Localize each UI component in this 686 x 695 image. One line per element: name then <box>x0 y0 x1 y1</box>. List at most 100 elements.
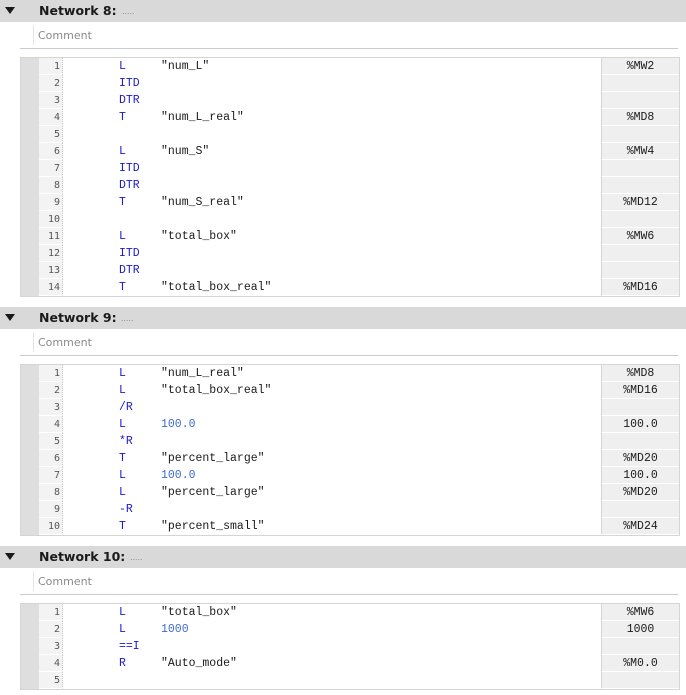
line-gutter[interactable] <box>21 382 39 399</box>
code-line[interactable]: 3==I <box>21 638 679 655</box>
instruction-opcode[interactable]: R <box>119 657 126 670</box>
line-gutter[interactable] <box>21 638 39 655</box>
code-line[interactable]: 10 <box>21 211 679 228</box>
instruction-operand[interactable]: "num_L" <box>161 60 210 73</box>
instruction-opcode[interactable]: L <box>119 606 126 619</box>
network-title-placeholder[interactable]: ..... <box>121 313 134 323</box>
line-gutter[interactable] <box>21 518 39 535</box>
line-gutter[interactable] <box>21 501 39 518</box>
instruction-operand[interactable]: "num_L_real" <box>161 111 244 124</box>
instruction-operand[interactable]: "num_S_real" <box>161 196 244 209</box>
instruction-opcode[interactable]: ITD <box>119 162 140 175</box>
line-gutter[interactable] <box>21 399 39 416</box>
code-line[interactable]: 9-R <box>21 501 679 518</box>
network-comment-field[interactable]: Comment <box>33 25 678 45</box>
instruction-operand[interactable]: "percent_large" <box>161 452 265 465</box>
instruction-opcode[interactable]: ITD <box>119 247 140 260</box>
instruction-opcode[interactable]: T <box>119 281 126 294</box>
instruction-opcode[interactable]: T <box>119 111 126 124</box>
line-gutter[interactable] <box>21 416 39 433</box>
line-gutter[interactable] <box>21 621 39 638</box>
instruction-operand[interactable]: "Auto_mode" <box>161 657 237 670</box>
instruction-operand[interactable]: "percent_large" <box>161 486 265 499</box>
instruction-operand[interactable]: 100.0 <box>161 418 196 431</box>
line-gutter[interactable] <box>21 228 39 245</box>
instruction-operand[interactable]: 1000 <box>161 623 189 636</box>
instruction-opcode[interactable]: L <box>119 60 126 73</box>
line-gutter[interactable] <box>21 177 39 194</box>
instruction-operand[interactable]: 100.0 <box>161 469 196 482</box>
instruction-operand[interactable]: "num_S" <box>161 145 210 158</box>
line-gutter[interactable] <box>21 75 39 92</box>
instruction-operand[interactable]: "total_box" <box>161 230 237 243</box>
collapse-triangle-icon[interactable] <box>5 7 15 14</box>
line-gutter[interactable] <box>21 262 39 279</box>
instruction-opcode[interactable]: DTR <box>119 94 140 107</box>
code-line[interactable]: 5 <box>21 672 679 689</box>
line-gutter[interactable] <box>21 245 39 262</box>
line-gutter[interactable] <box>21 672 39 689</box>
instruction-opcode[interactable]: L <box>119 230 126 243</box>
instruction-opcode[interactable]: -R <box>119 503 133 516</box>
line-gutter[interactable] <box>21 109 39 126</box>
instruction-opcode[interactable]: T <box>119 452 126 465</box>
line-gutter[interactable] <box>21 58 39 75</box>
network-header[interactable]: Network 10:..... <box>0 546 686 568</box>
line-gutter[interactable] <box>21 143 39 160</box>
network-title-placeholder[interactable]: ..... <box>122 6 135 16</box>
instruction-opcode[interactable]: DTR <box>119 264 140 277</box>
instruction-operand[interactable]: "total_box_real" <box>161 281 272 294</box>
instruction-opcode[interactable]: ==I <box>119 640 140 653</box>
line-gutter[interactable] <box>21 433 39 450</box>
instruction-opcode[interactable]: L <box>119 623 126 636</box>
instruction-opcode[interactable]: L <box>119 469 126 482</box>
network-header[interactable]: Network 8:..... <box>0 0 686 22</box>
instruction-operand[interactable]: "percent_small" <box>161 520 265 533</box>
line-gutter[interactable] <box>21 365 39 382</box>
instruction-opcode[interactable]: L <box>119 486 126 499</box>
code-line[interactable]: 5*R <box>21 433 679 450</box>
line-gutter[interactable] <box>21 467 39 484</box>
instruction-operand[interactable]: "num_L_real" <box>161 367 244 380</box>
line-gutter[interactable] <box>21 655 39 672</box>
line-gutter[interactable] <box>21 92 39 109</box>
line-gutter[interactable] <box>21 279 39 296</box>
collapse-triangle-icon[interactable] <box>5 553 15 560</box>
instruction-opcode[interactable]: T <box>119 196 126 209</box>
line-gutter[interactable] <box>21 194 39 211</box>
line-gutter[interactable] <box>21 450 39 467</box>
instruction-opcode[interactable]: /R <box>119 401 133 414</box>
instruction-operand[interactable]: "total_box_real" <box>161 384 272 397</box>
code-line[interactable]: 3/R <box>21 399 679 416</box>
instruction-opcode[interactable]: L <box>119 367 126 380</box>
code-line[interactable]: 5 <box>21 126 679 143</box>
line-gutter[interactable] <box>21 211 39 228</box>
instruction-opcode[interactable]: *R <box>119 435 133 448</box>
line-gutter[interactable] <box>21 604 39 621</box>
network-comment-field[interactable]: Comment <box>33 332 678 352</box>
